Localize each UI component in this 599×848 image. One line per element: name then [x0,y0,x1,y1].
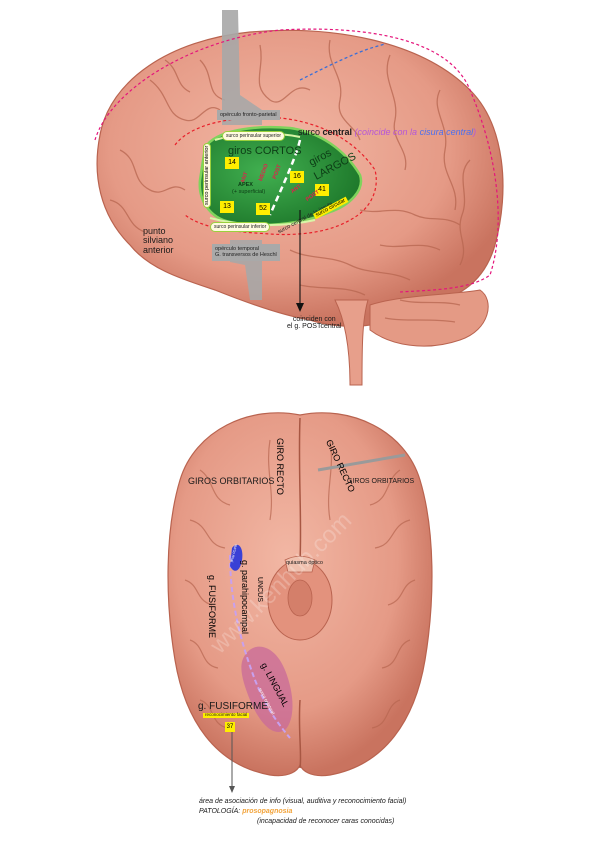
label-surco-perinsular-superior: surco perinsular superior [222,131,286,141]
cerebellum [369,289,489,347]
label-uncus: UNCUS [256,577,263,602]
ba-41: 41 [315,184,329,196]
label-surco-perinsular-anterior: surco perinsular anterior [203,142,211,208]
collateral-sulcus-dashes [229,554,291,739]
ba-16: 16 [290,171,304,183]
label-coinciden-postcentral: coinciden con el g. POSTcentral [287,316,342,331]
label-g-parahipocampal: g. parahipocampal [240,560,250,635]
ba-13: 13 [220,201,234,213]
label-giros-orbitarios-right: GIROS ORBITARIOS [347,478,415,485]
label-surco-perinsular-inferior: surco perinsular inferior [210,222,271,232]
label-reconocimiento-facial: reconocimiento facial [203,712,250,718]
inferior-brain [167,412,433,793]
gyri-lines [109,39,471,323]
inferior-gyri-lines [184,439,416,729]
label-operculo-temporal: opérculo temporal G. transversos de Hesc… [212,244,280,261]
ba-37: 37 [225,722,235,732]
optic-chiasm [284,555,316,573]
caption-line-2: PATOLOGÍA: prosopagnosia [199,808,293,815]
brainstem [334,299,369,386]
label-giros-orbitarios-left: GIROS ORBITARIOS [188,476,275,486]
pink-dashed-outline [94,28,499,293]
label-g-fusiforme: g. FUSIFORME [198,701,269,712]
caption-line-3: (incapacidad de reconocer caras conocida… [257,818,395,825]
label-apex-sub: (+ superficial) [232,189,266,195]
label-surco-central: surco central (coincide con la cisura ce… [298,127,477,137]
ba-14: 14 [225,157,239,169]
label-giros-cortos: giros CORTOS [228,145,302,157]
label-operculo-frontoparietal: opérculo fronto-parietal [217,110,280,121]
label-g-fusiforme-rotated: g. FUSIFORME [207,575,217,639]
caption-line-1: área de asociación de info (visual, audi… [199,798,407,805]
label-punto-silviano: punto silviano anterior [143,226,174,255]
blue-dashed-central [299,43,386,81]
ba-52: 52 [256,203,270,215]
rhinal-sulcus-highlight [230,544,243,571]
insula-central-sulcus [268,139,302,216]
lingual-highlight [241,646,293,732]
label-quiasma-optico: quiasma óptico [286,560,323,566]
label-giro-recto-left: GIRO RECTO [275,438,285,495]
label-apex: APEX [238,182,253,188]
